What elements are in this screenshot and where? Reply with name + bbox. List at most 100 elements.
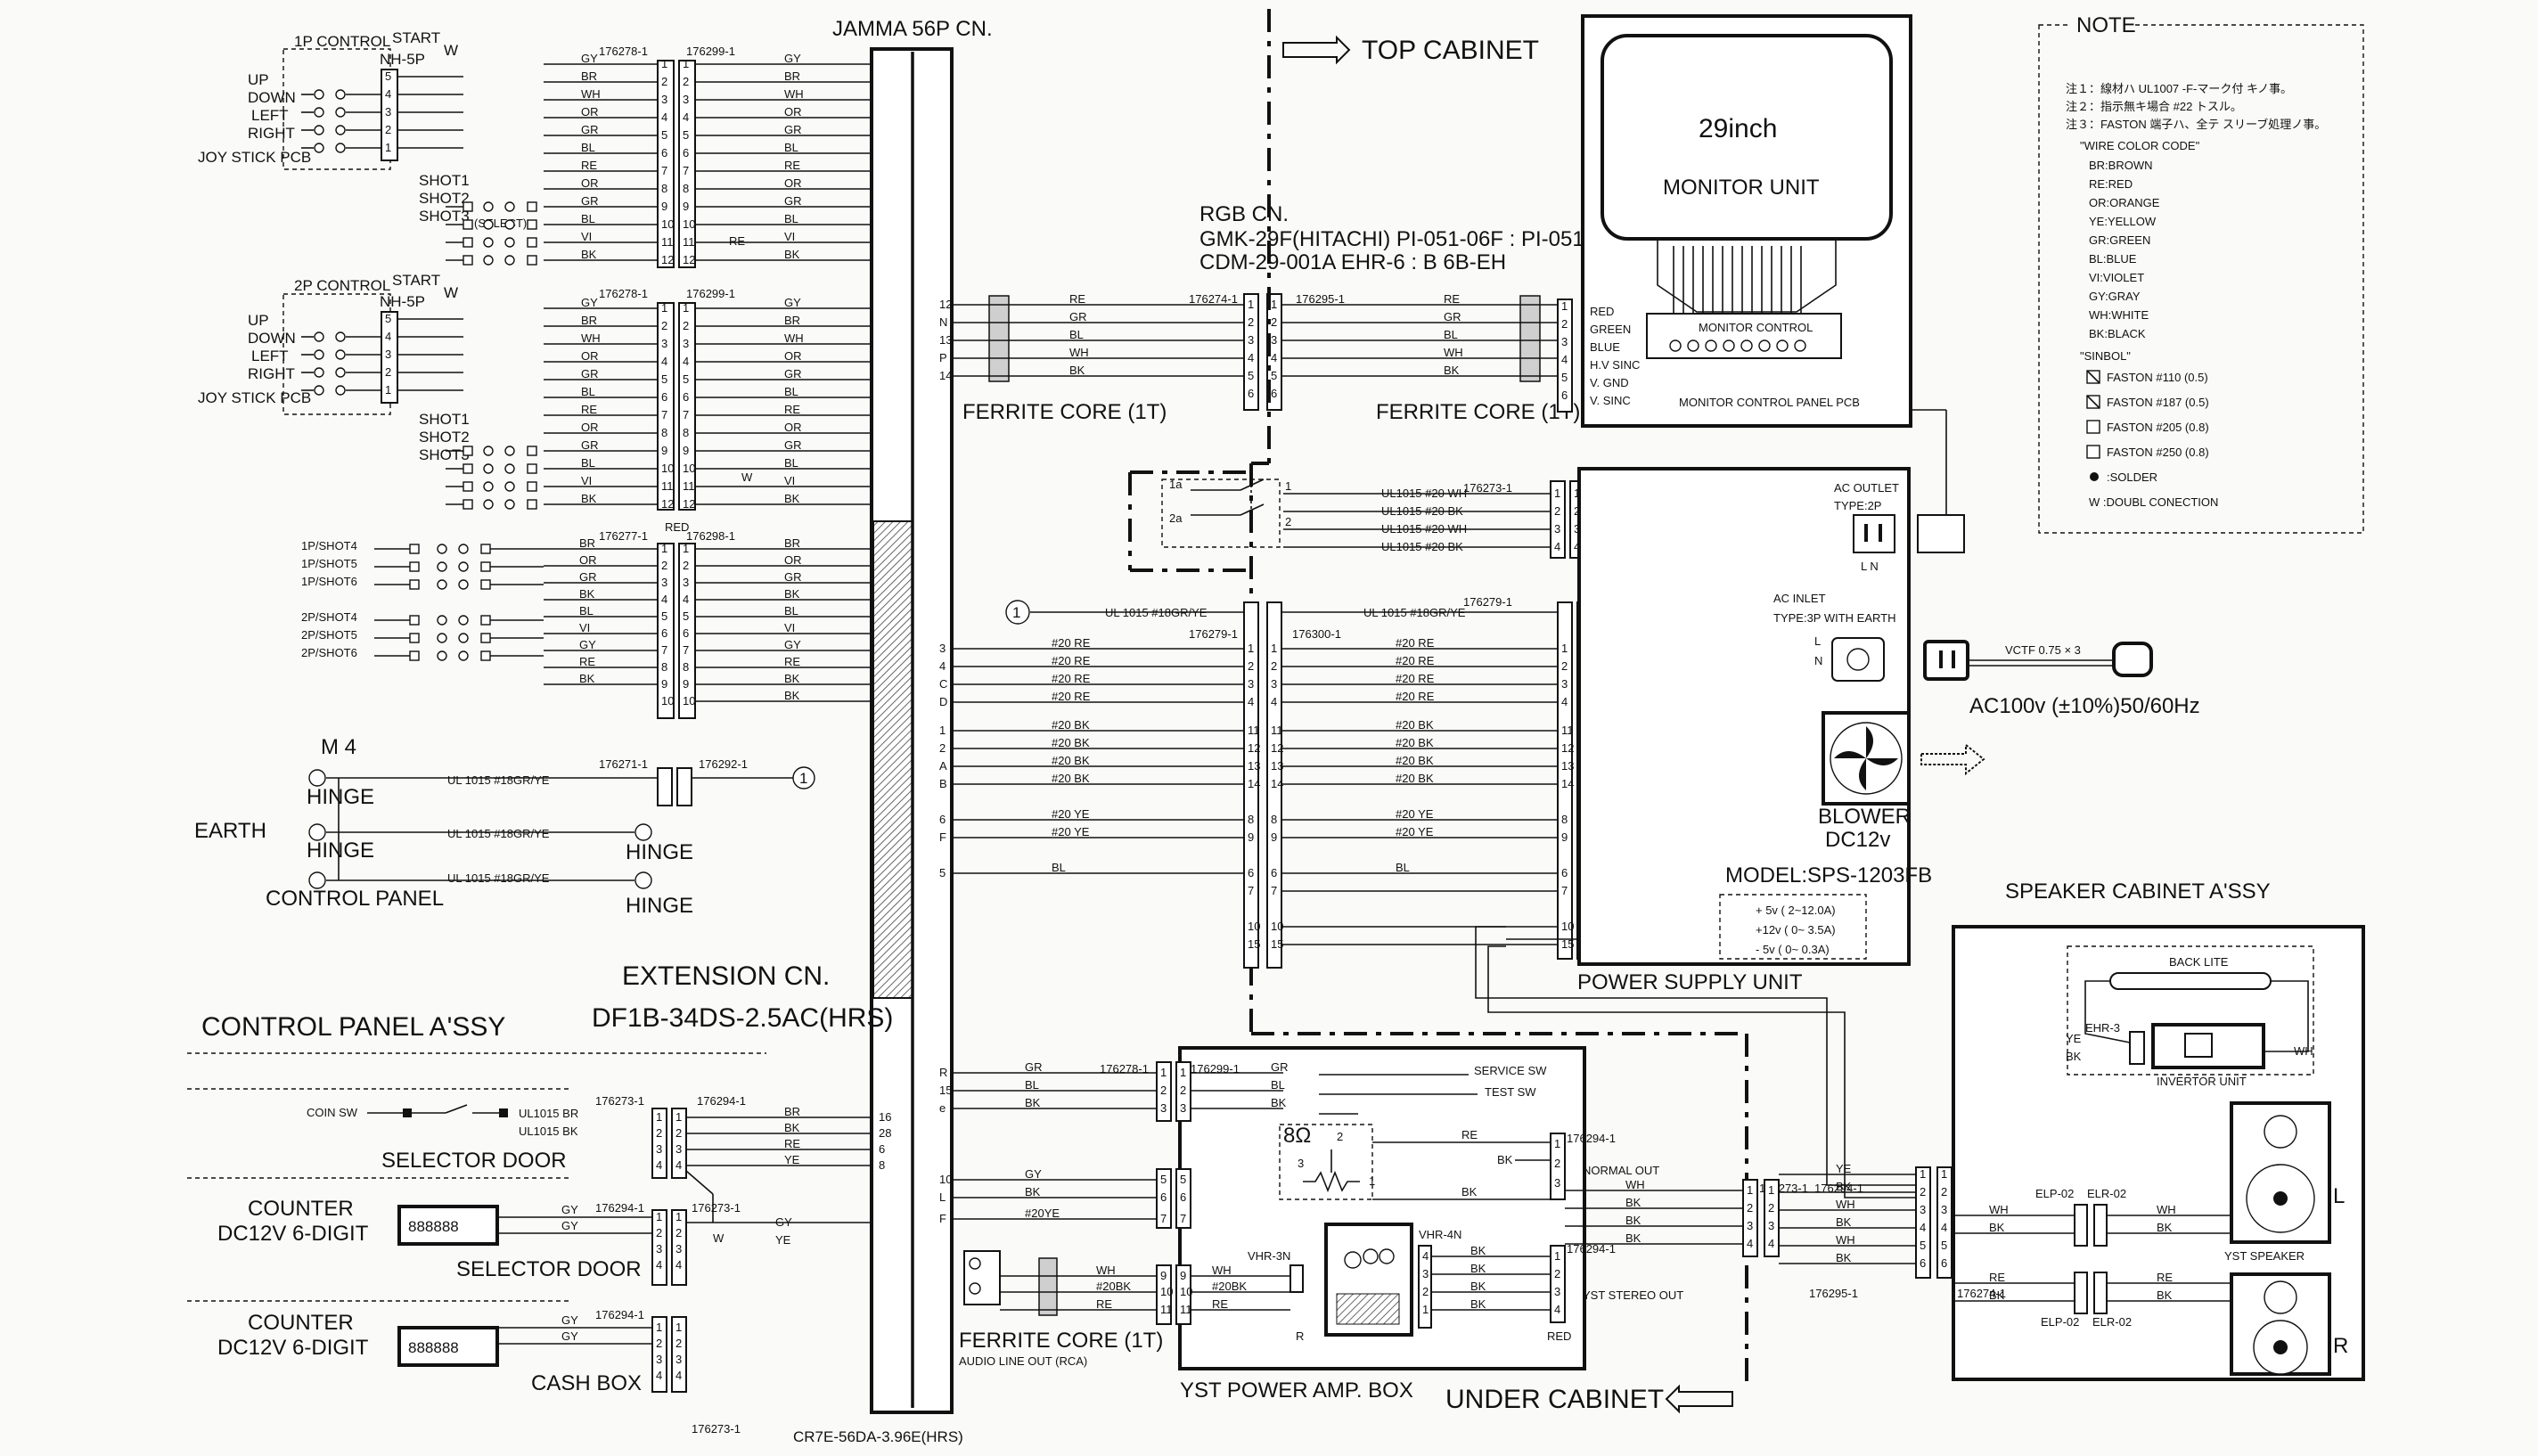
nh-pin: 2 xyxy=(385,123,391,136)
pin-number: 5 xyxy=(1248,369,1254,382)
symbol-label: W :DOUBL CONECTION xyxy=(2089,495,2218,509)
note-box xyxy=(2038,24,2364,534)
wire-color: BK xyxy=(2157,1288,2173,1302)
pin-number: 5 xyxy=(683,128,689,142)
wire-color: OR xyxy=(784,349,802,363)
control-1p-shot2: SHOT2 xyxy=(419,190,470,207)
monitor-control-pin xyxy=(1705,339,1717,352)
wire-color: GR xyxy=(784,570,802,584)
wire-color: BK xyxy=(1470,1244,1486,1257)
speaker-ye: YE xyxy=(2066,1032,2082,1045)
wire-color: BL xyxy=(784,141,798,154)
switch-contact xyxy=(437,561,447,572)
color-code: VI:VIOLET xyxy=(2089,271,2144,284)
wire-color: OR xyxy=(581,105,599,119)
wire-color: GY xyxy=(784,638,801,651)
control-2p-down: DOWN xyxy=(248,330,296,347)
pin-number: 3 xyxy=(661,93,667,106)
pin-number: 7 xyxy=(1180,1212,1186,1225)
switch-contact xyxy=(483,499,494,510)
psu-ac-outlet-socket xyxy=(1853,514,1895,553)
pin-number: 15 xyxy=(1561,937,1574,951)
fg-part-a: 176279-1 xyxy=(1189,627,1238,641)
monitor-pin-label: GREEN xyxy=(1590,323,1631,336)
jamma-pin: 1 xyxy=(939,724,946,737)
pin-number: 2 xyxy=(661,559,667,572)
amp-line-out: AUDIO LINE OUT (RCA) xyxy=(959,1354,1087,1368)
monitor-unit: MONITOR UNIT xyxy=(1663,176,1820,200)
pin-number: 10 xyxy=(683,694,695,708)
shot-2p5: 2P/SHOT5 xyxy=(301,628,357,642)
control-2p-shot2: SHOT2 xyxy=(419,429,470,446)
switch-contact xyxy=(458,633,469,643)
wire-label: #20 BK xyxy=(1396,736,1434,749)
ps-1a: 1a xyxy=(1169,478,1183,491)
under-cabinet-arrow xyxy=(1665,1384,1733,1414)
conn-176299-2p xyxy=(678,302,696,511)
wire-label: #20 RE xyxy=(1396,654,1435,667)
rgb-line1: GMK-29F(HITACHI) PI-051-06F : PI-051-6M xyxy=(1199,227,1621,251)
wire-color: VI xyxy=(581,474,592,487)
pin-number: 4 xyxy=(661,110,667,124)
wire-color: BK xyxy=(579,672,595,685)
pin-number: 10 xyxy=(1180,1285,1192,1298)
pin-number: 8 xyxy=(683,182,689,195)
wire-color: RE xyxy=(579,655,595,668)
wire-color: OR xyxy=(581,176,599,190)
pin-number: 6 xyxy=(661,146,667,160)
wire-color: BK xyxy=(1625,1196,1642,1209)
switch-contact xyxy=(458,579,469,590)
speaker-backlite: BACK LITE xyxy=(2169,955,2229,969)
wire-color: GY xyxy=(784,52,801,65)
symbol-label: FASTON #187 (0.5) xyxy=(2107,396,2209,409)
pin-number: 4 xyxy=(683,593,689,606)
shot-1p4: 1P/SHOT4 xyxy=(301,539,357,552)
earth-part-a: 176271-1 xyxy=(599,757,648,771)
jamma-pin: 28 xyxy=(879,1126,891,1140)
control-2p-title: 2P CONTROL xyxy=(294,277,390,294)
pin-number: 12 xyxy=(683,253,695,266)
rgb-group: RGB CN. GMK-29F(HITACHI) PI-051-06F : PI… xyxy=(939,202,1621,424)
blower-v: DC12v xyxy=(1825,828,1890,852)
wire-color: OR xyxy=(784,176,802,190)
jamma-pin: D xyxy=(939,695,947,708)
switch-contact xyxy=(458,544,469,554)
conn-176299-1p xyxy=(678,60,696,268)
pin-number: 7 xyxy=(1561,884,1568,897)
color-code: GY:GRAY xyxy=(2089,290,2141,303)
faston xyxy=(463,255,473,266)
pin-number: 1 xyxy=(1271,642,1277,655)
jamma-pin: 8 xyxy=(879,1158,885,1172)
wire-color: BK xyxy=(581,248,597,261)
pin-number: 2 xyxy=(1768,1201,1774,1215)
pin-number: 2 xyxy=(1561,659,1568,673)
wire-label: #20 BK xyxy=(1396,718,1434,732)
pin-number: 1 xyxy=(675,1110,682,1124)
pin-number: 1 xyxy=(1768,1183,1774,1197)
wire-color: WH xyxy=(2157,1203,2176,1216)
pin-number: 1 xyxy=(1248,298,1254,311)
wire-label: #20 YE xyxy=(1396,807,1434,821)
wire-color: BK xyxy=(1625,1231,1642,1245)
amp-part-d: 176294-1 xyxy=(1567,1242,1616,1256)
faston xyxy=(480,561,491,572)
hinge-ring-5 xyxy=(634,871,652,889)
pin-number: 5 xyxy=(1180,1173,1186,1186)
wire-label: #20 YE xyxy=(1052,825,1090,838)
wire-color: WH xyxy=(1069,346,1089,359)
wire-color: GR xyxy=(581,123,599,136)
faston xyxy=(480,544,491,554)
note-symbol-title: "SINBOL" xyxy=(2080,349,2131,363)
speaker-p3: 176295-1 xyxy=(1809,1287,1858,1300)
pin-number: 11 xyxy=(683,235,695,249)
hinge-ring-1 xyxy=(308,769,326,787)
jamma-pin: 15 xyxy=(939,1084,952,1097)
faston xyxy=(527,201,537,212)
speaker-elr-1: ELR-02 xyxy=(2087,1187,2126,1200)
color-code: YE:YELLOW xyxy=(2089,215,2157,228)
control-1p-shot3: SHOT3 xyxy=(419,208,470,225)
rca-jack xyxy=(963,1250,1001,1305)
wire-color: WH xyxy=(1836,1233,1855,1247)
wire-color: RE xyxy=(1461,1128,1478,1141)
pin-number: 1 xyxy=(661,57,667,70)
